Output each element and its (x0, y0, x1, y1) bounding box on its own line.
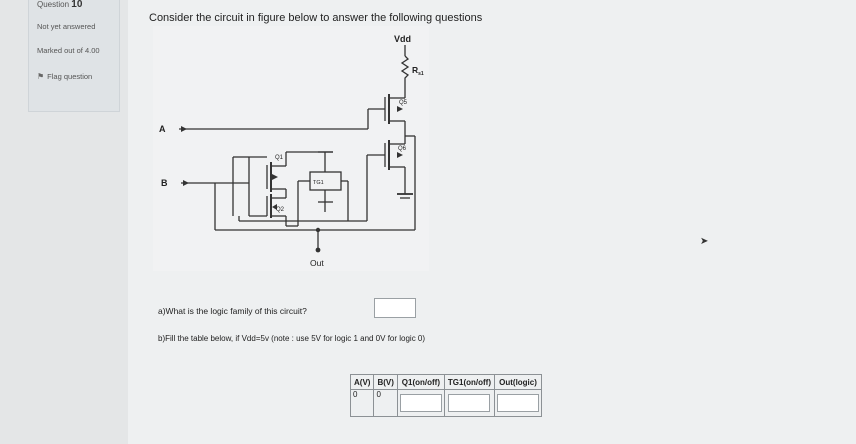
circuit-diagram: Vdd Rs1 A B Out Q1 Q2 Q5 Q6 TG1 (153, 26, 429, 271)
logic-family-input[interactable] (374, 298, 416, 318)
q1-label: Q1 (275, 155, 284, 161)
truth-table: A(V) B(V) Q1(on/off) TG1(on/off) Out(log… (349, 374, 543, 417)
tg1-label: TG1 (313, 180, 324, 186)
question-intro: Consider the circuit in figure below to … (149, 12, 483, 24)
header-a: A(V) (349, 374, 375, 390)
input-b-arrow (183, 180, 189, 186)
question-content: Consider the circuit in figure below to … (128, 0, 856, 444)
flag-question-link[interactable]: ⚑ Flag question (37, 72, 119, 82)
truth-table-header: A(V) B(V) Q1(on/off) TG1(on/off) Out(log… (349, 374, 543, 390)
out-node (315, 227, 321, 233)
header-q1: Q1(on/off) (396, 374, 445, 390)
output-label: Out (310, 258, 324, 268)
q6-arrow (397, 152, 403, 158)
vdd-label: Vdd (394, 34, 411, 44)
question-info-panel: Question 10 Not yet answered Marked out … (28, 0, 120, 112)
q5-arrow (397, 106, 403, 112)
table-row: 0 0 (349, 389, 543, 417)
input-a-label: A (159, 124, 166, 134)
resistor-label: Rs1 (412, 65, 424, 77)
input-b-label: B (161, 178, 168, 188)
q2-arrow (272, 204, 277, 210)
header-b: B(V) (373, 374, 398, 390)
cell-tg1 (443, 389, 496, 417)
cell-q1 (396, 389, 445, 417)
question-number: Question 10 (37, 0, 83, 10)
q6-label: Q6 (398, 146, 407, 152)
out-logic-input[interactable] (497, 394, 540, 412)
flag-question-label: Flag question (47, 72, 93, 81)
cell-a: 0 (349, 389, 375, 417)
resistor-rs1 (400, 55, 410, 90)
output-terminal (315, 247, 321, 253)
input-a-arrow (181, 126, 187, 132)
cell-b: 0 (373, 389, 398, 417)
q1-state-input[interactable] (399, 394, 442, 412)
cell-out (494, 389, 543, 417)
part-b-question: b)Fill the table below, if Vdd=5v (note … (158, 334, 426, 343)
flag-icon: ⚑ (37, 72, 45, 81)
q1-arrow (272, 174, 278, 180)
mouse-cursor-icon: ➤ (700, 236, 709, 247)
header-tg1: TG1(on/off) (443, 374, 496, 390)
question-grade: Marked out of 4.00 (37, 46, 100, 55)
q2-label: Q2 (276, 207, 285, 213)
part-a-question: a)What is the logic family of this circu… (158, 306, 307, 316)
header-out: Out(logic) (494, 374, 543, 390)
tg1-state-input[interactable] (448, 394, 491, 412)
q5-label: Q5 (399, 100, 408, 106)
question-state: Not yet answered (37, 22, 96, 31)
